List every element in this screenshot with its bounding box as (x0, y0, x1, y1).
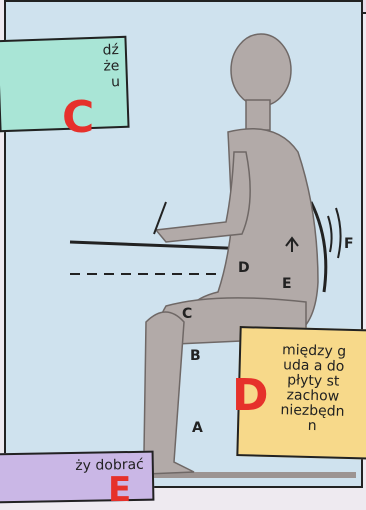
label-a: A (192, 420, 203, 436)
card-e: ży dobrać (0, 451, 154, 504)
f-bracket (336, 208, 341, 258)
label-f: F (344, 236, 354, 252)
scene: D E F C B A dź że u C między g uda a do … (0, 0, 366, 492)
f-bracket-inner (328, 216, 332, 252)
label-d: D (238, 260, 250, 276)
marker-e: E (108, 470, 131, 510)
label-b: B (190, 348, 201, 364)
marker-c: C (62, 92, 94, 143)
marker-d: D (232, 370, 269, 421)
card-c-line: u (6, 74, 120, 94)
label-c: C (182, 306, 192, 322)
label-e: E (282, 276, 292, 292)
